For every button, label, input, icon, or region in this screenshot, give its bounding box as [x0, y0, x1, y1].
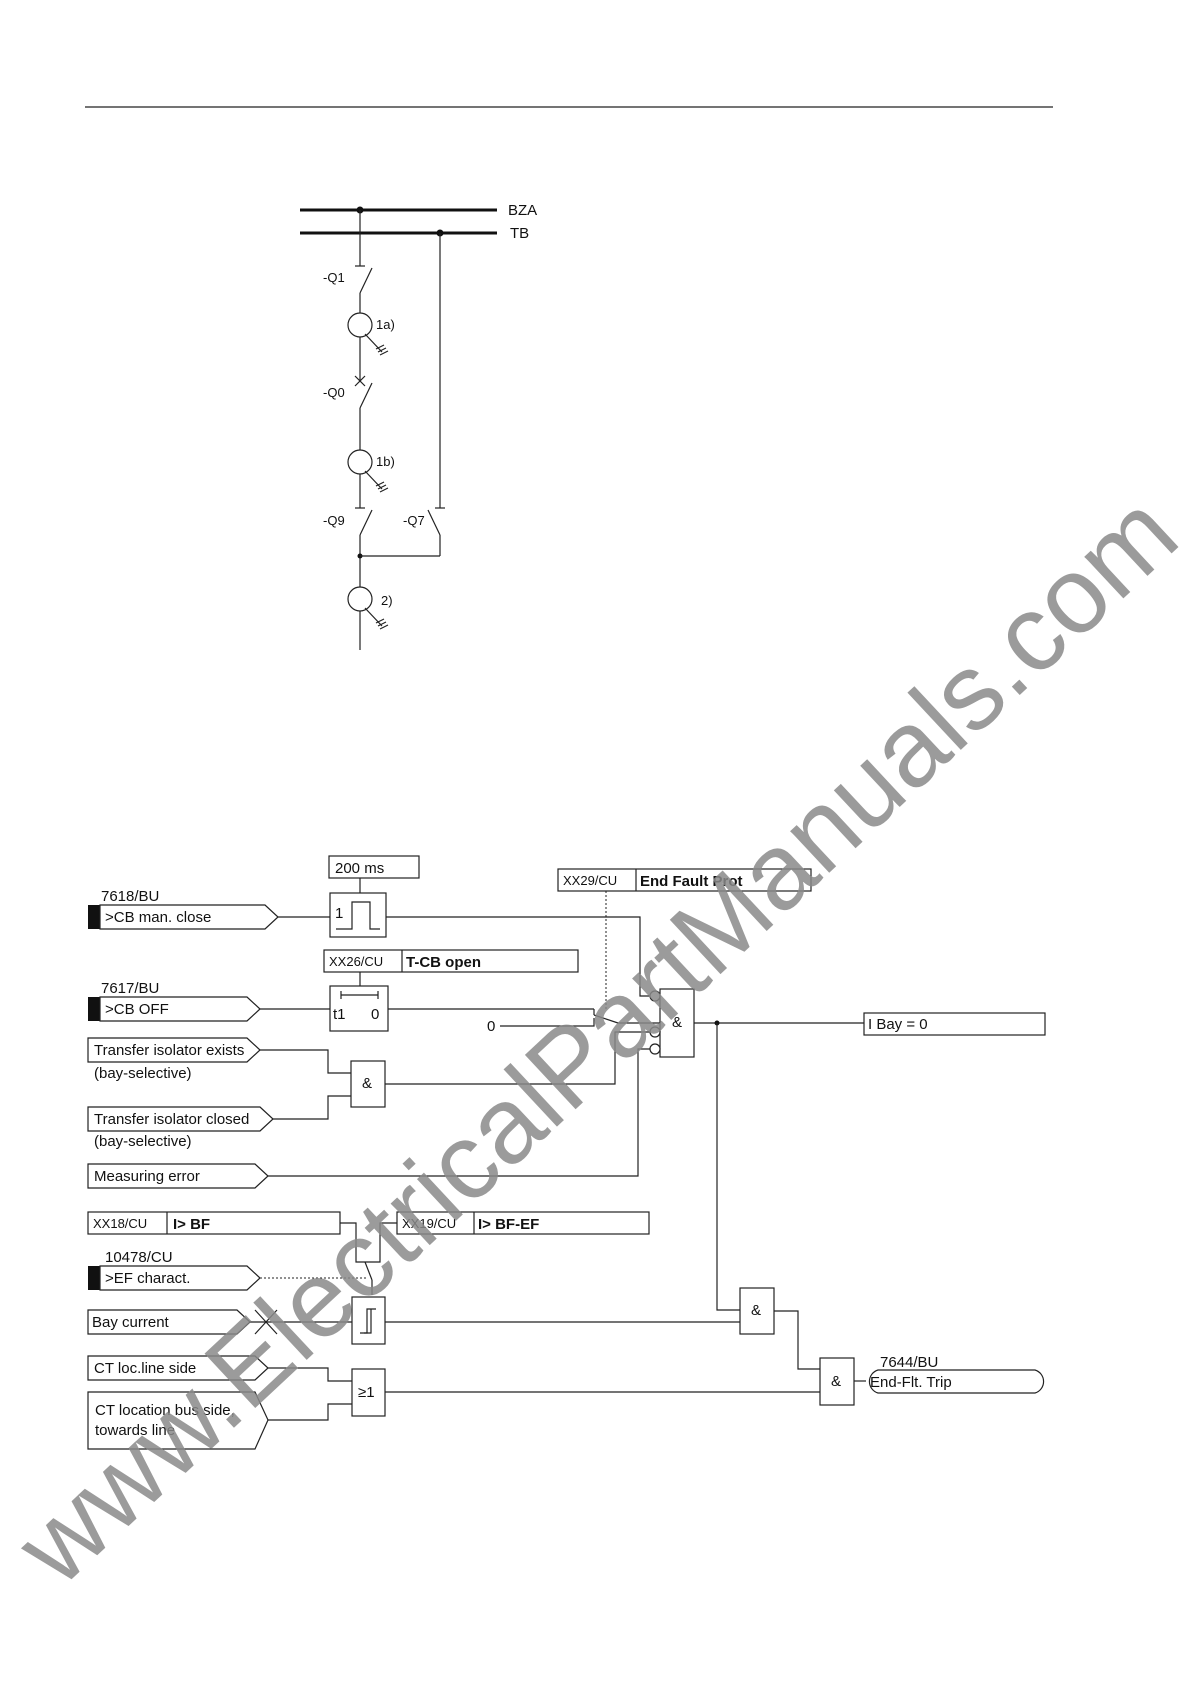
xx19-address: XX19/CU [402, 1216, 456, 1231]
pulse-icon [336, 901, 380, 930]
transfer-exists-sub: (bay-selective) [94, 1065, 192, 1082]
t1-zero-label: 0 [371, 1006, 379, 1023]
transfer-closed-sub: (bay-selective) [94, 1133, 192, 1150]
q0-label: -Q0 [323, 385, 345, 400]
trip-number: 7644/BU [880, 1354, 938, 1371]
and-gate-trip [819, 1357, 855, 1406]
xx26-address: XX26/CU [329, 954, 383, 969]
ct-line-label: CT loc.line side [94, 1360, 196, 1377]
input-ct-line-side [87, 1355, 269, 1381]
ef-charact-label: >EF charact. [105, 1270, 190, 1287]
input-ct-bus-side [87, 1391, 269, 1450]
ct-1b-icon [347, 449, 373, 475]
ct-bus-label-1: CT location bus side, [95, 1402, 235, 1419]
input-transfer-isolator-closed [87, 1106, 274, 1132]
pulse-one-label: 1 [335, 905, 343, 922]
input-bay-current [87, 1309, 251, 1335]
q1-label: -Q1 [323, 270, 345, 285]
cb-close-label: >CB man. close [105, 909, 211, 926]
ct-2-label: 2) [381, 593, 393, 608]
ct-bus-label-2: towards line [95, 1422, 175, 1439]
cb-off-number: 7617/BU [101, 980, 159, 997]
single-line-diagram: BZA TB -Q1 1a) -Q0 1b) -Q9 [300, 202, 537, 650]
threshold-block [351, 1296, 386, 1345]
input-cb-man-close [99, 904, 279, 930]
q7-label: -Q7 [403, 513, 425, 528]
ef-selector-switch [364, 1261, 373, 1281]
xx29-name: End Fault Prot [640, 873, 743, 890]
disconnector-q9 [359, 509, 373, 536]
timer-200ms-label: 200 ms [335, 860, 384, 877]
disconnector-q1 [359, 267, 373, 294]
selector-switch [593, 1014, 619, 1024]
transfer-closed-label: Transfer isolator closed [94, 1111, 249, 1128]
ct-2-icon [347, 586, 373, 612]
xx29-address: XX29/CU [563, 873, 617, 888]
input-measuring-error [87, 1163, 269, 1189]
busbar-tb-label: TB [510, 225, 529, 242]
bay-current-label: Bay current [92, 1314, 170, 1331]
ct-1b-label: 1b) [376, 454, 395, 469]
input-cb-off [99, 996, 261, 1022]
and-gate-transfer [350, 1060, 386, 1108]
busbar-bza-label: BZA [508, 202, 537, 219]
xx18-address: XX18/CU [93, 1216, 147, 1231]
i-bay-label: I Bay = 0 [868, 1016, 928, 1033]
param-xx26 [323, 949, 579, 973]
and-gate-current-symbol: & [751, 1302, 761, 1319]
disconnector-q7 [427, 509, 441, 536]
ct-1a-icon [347, 312, 373, 338]
t1-label: t1 [333, 1006, 346, 1023]
or-gate-symbol: ≥1 [358, 1384, 375, 1401]
circuit-breaker-q0 [359, 382, 373, 409]
logic-diagram: 200 ms 1 7618/BU >CB man. close XX29/CU … [87, 855, 1046, 1450]
and-gate-symbol: & [672, 1014, 682, 1031]
output-end-flt-trip [868, 1369, 1045, 1394]
input-transfer-isolator-exists [87, 1037, 261, 1063]
and-gate-ibay [659, 988, 695, 1058]
ct-1a-label: 1a) [376, 317, 395, 332]
ef-charact-number: 10478/CU [105, 1249, 173, 1266]
transfer-exists-label: Transfer isolator exists [94, 1042, 244, 1059]
xx18-name: I> BF [173, 1216, 210, 1233]
cb-close-number: 7618/BU [101, 888, 159, 905]
xx26-name: T-CB open [406, 954, 481, 971]
measuring-error-label: Measuring error [94, 1168, 200, 1185]
output-i-bay-zero [863, 1012, 1046, 1036]
input-ef-charact [99, 1265, 261, 1291]
pulse-block [329, 892, 387, 938]
xx19-name: I> BF-EF [478, 1216, 539, 1233]
param-xx29 [557, 868, 812, 892]
cb-off-label: >CB OFF [105, 1001, 169, 1018]
and-gate-transfer-symbol: & [362, 1075, 372, 1092]
trip-label: End-Flt. Trip [870, 1374, 952, 1391]
switch-zero-label: 0 [487, 1018, 495, 1035]
q9-label: -Q9 [323, 513, 345, 528]
timer-200ms-box [328, 855, 420, 879]
and-gate-trip-symbol: & [831, 1373, 841, 1390]
